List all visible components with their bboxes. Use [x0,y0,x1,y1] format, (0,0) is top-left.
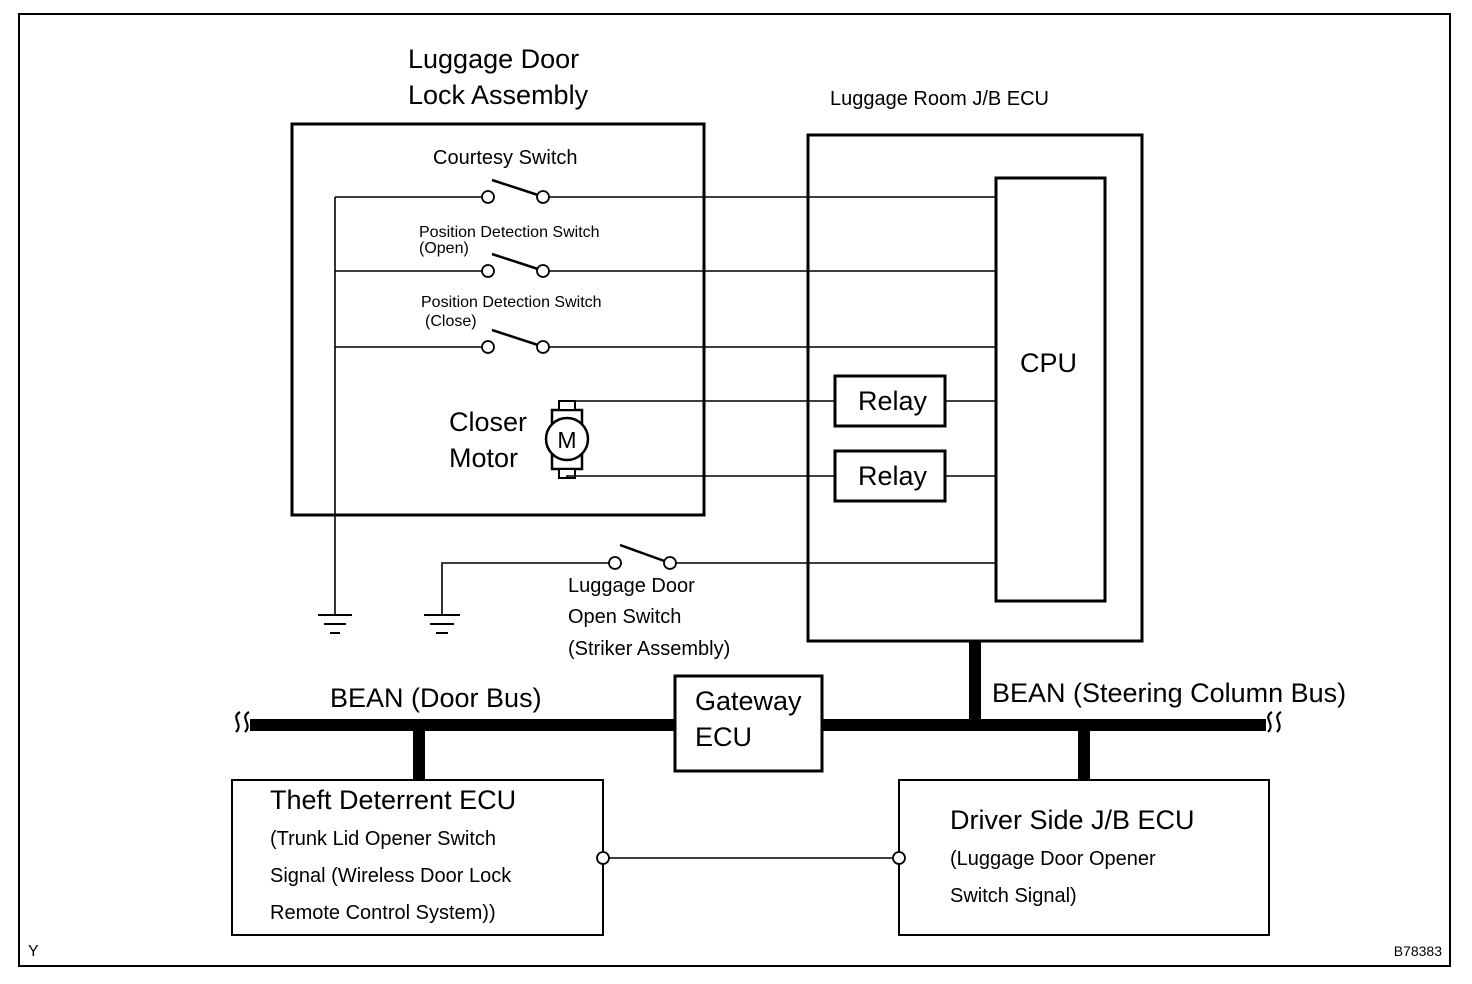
courtesy-switch-label: Courtesy Switch [433,147,578,169]
break-mark-icon [1267,711,1282,733]
motor-label-line1: Closer [449,407,527,437]
diagram-frame [18,13,1451,967]
assembly-title-line1: Luggage Door [408,44,579,74]
corner-mark: Y [28,943,39,960]
striker-label-line1: Luggage Door [568,575,695,597]
assembly-title-line2: Lock Assembly [408,80,589,110]
courtesy-switch-terminal [481,190,495,204]
figure-code: B78383 [1394,943,1442,959]
driver-ecu-title: Driver Side J/B ECU [950,805,1195,835]
pos-open-label-line2: (Open) [419,240,469,257]
door-bus-label: BEAN (Door Bus) [330,683,542,713]
cpu-label: CPU [1020,348,1077,378]
theft-ecu-line3: Remote Control System)) [270,902,496,924]
relay-2-label: Relay [858,461,928,491]
lock-assembly-box [290,122,706,517]
jb-ecu-title: Luggage Room J/B ECU [830,88,1049,110]
theft-ecu-line1: (Trunk Lid Opener Switch [270,828,496,850]
ground-icon [318,614,352,634]
relay-1-label: Relay [858,386,928,416]
striker-switch-blade [619,543,671,565]
pos-open-switch-terminal [536,264,550,278]
gateway-label-line1: Gateway [695,686,802,716]
courtesy-switch-blade [491,178,545,199]
gateway-ecu-box [673,674,824,773]
motor-symbol: M [557,427,576,453]
pos-open-switch-terminal [481,264,495,278]
pos-open-switch-blade [491,252,545,273]
striker-label-line3: (Striker Assembly) [568,638,730,660]
break-mark-icon [235,711,250,733]
courtesy-switch-terminal [536,190,550,204]
striker-wire-left [441,562,609,615]
striker-switch-terminal [608,556,622,570]
cpu-box [994,176,1107,603]
theft-ecu-title: Theft Deterrent ECU [270,785,516,815]
pos-close-label-line1: Position Detection Switch [421,294,602,311]
pos-close-switch-blade [491,328,545,349]
driver-ecu-line2: Switch Signal) [950,885,1077,907]
driver-ecu-line1: (Luggage Door Opener [950,848,1156,870]
driver-ecu-terminal [892,851,906,865]
pos-close-switch-terminal [536,340,550,354]
motor-label-line2: Motor [449,443,518,473]
ground-icon [424,614,460,634]
striker-switch-terminal [663,556,677,570]
theft-ecu-terminal [596,851,610,865]
pos-open-label-line1: Position Detection Switch [419,224,600,241]
motor-icon: M [544,400,590,479]
driver-ecu-box [898,779,1270,936]
theft-ecu-box [231,779,604,936]
pos-close-switch-terminal [481,340,495,354]
pos-close-label-line2: (Close) [425,313,477,330]
theft-ecu-line2: Signal (Wireless Door Lock [270,865,512,887]
gateway-label-line2: ECU [695,722,752,752]
steering-bus-label: BEAN (Steering Column Bus) [992,678,1346,708]
striker-label-line2: Open Switch [568,606,681,628]
motor-wire-bottom [566,475,835,478]
